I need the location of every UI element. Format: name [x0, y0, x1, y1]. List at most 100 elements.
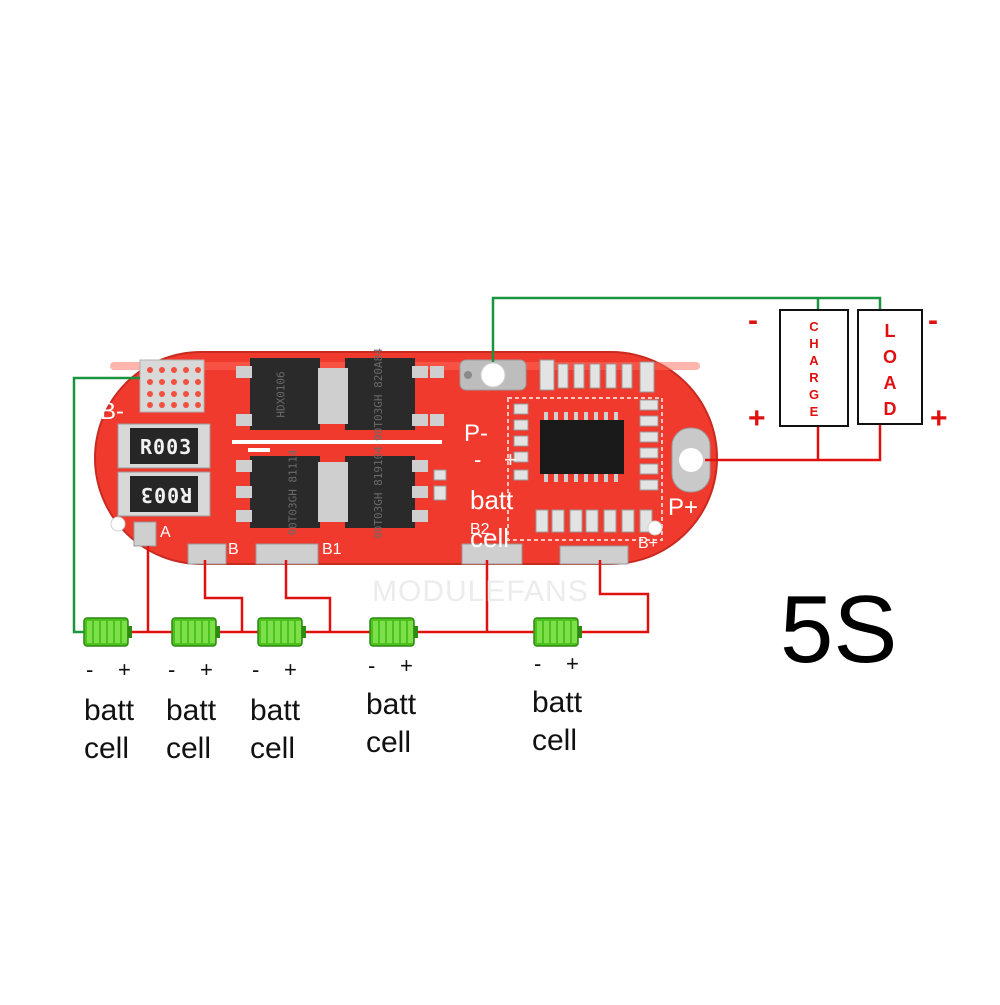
mount-hole-left [110, 516, 126, 532]
tap-b [203, 560, 244, 632]
board-cell-line1: batt [470, 485, 514, 515]
cell-label-line1: batt [532, 686, 583, 719]
resistor-2 [117, 471, 211, 517]
charge-letter: G [808, 387, 820, 402]
battery-icon [171, 617, 220, 647]
mosfet-4-label: 90T03GH 819104 [371, 446, 385, 539]
pad-a [133, 521, 157, 547]
mosfet-3-label: 90T03GH 81114 [286, 449, 300, 536]
charge-plus: + [748, 402, 766, 435]
charge-minus: - [748, 304, 758, 337]
cell-plus-sign: + [200, 657, 213, 682]
cell-label-line1: batt [250, 694, 301, 727]
battery-icon [533, 617, 582, 647]
top-pad-hole [480, 362, 506, 388]
pad-b-plus [559, 545, 629, 565]
smd-right-col [639, 399, 659, 491]
tap-b1 [284, 560, 332, 632]
resistor-1 [117, 423, 211, 469]
wire-green-bminus [72, 376, 140, 634]
cell-minus-sign: - [534, 651, 542, 676]
ic-outline [507, 397, 663, 541]
label-b-minus: B- [100, 398, 124, 425]
smd-left-col [433, 403, 529, 501]
mosfet-4 [330, 456, 428, 528]
cell-label-line2: cell [250, 732, 296, 765]
battery-icon [257, 617, 306, 647]
wire-chain-5 [582, 560, 650, 634]
cell-label-line2: cell [166, 732, 212, 765]
load-plus: + [930, 402, 948, 435]
wire-red-pplus [705, 424, 882, 462]
mosfet-1-label: HDX0106 [274, 371, 288, 418]
mosfet-2 [330, 358, 444, 430]
label-b: B [228, 541, 239, 558]
charge-letter: A [809, 353, 819, 368]
cell-label-line2: cell [84, 732, 130, 765]
battery-icons [83, 617, 582, 647]
cell-minus-sign: - [168, 657, 176, 682]
load-letter: D [883, 399, 897, 419]
load-letter: L [884, 321, 896, 341]
label-b2: B2 [470, 521, 490, 538]
resistor-2-label: R003 [140, 483, 193, 507]
charge-letter: C [809, 319, 819, 334]
battery-icon [83, 617, 132, 647]
pad-b [187, 543, 227, 565]
mosfet-3 [236, 456, 338, 528]
top-pad-hole-left [464, 371, 472, 379]
resistor-1-label: R003 [140, 435, 193, 459]
load-letter: A [883, 373, 897, 393]
cell-label-line1: batt [84, 694, 135, 727]
pad-b2 [461, 543, 523, 565]
load-letter: O [882, 347, 897, 367]
pad-dots [147, 367, 201, 408]
label-a: A [160, 524, 171, 541]
load-box [857, 309, 923, 425]
charge-letter: E [809, 404, 819, 419]
watermark: MODULEFANS [372, 575, 589, 608]
cell-plus-sign: + [566, 651, 579, 676]
controller-ic [540, 420, 624, 474]
cell-label-line1: batt [166, 694, 217, 727]
label-b-plus: B+ [638, 535, 659, 552]
cell-label-line2: cell [532, 724, 578, 757]
configuration-label: 5S [780, 576, 898, 683]
cell-label-line2: cell [366, 726, 412, 759]
cell-plus-sign: + [284, 657, 297, 682]
cell-minus-sign: - [368, 653, 376, 678]
charge-letter: H [809, 336, 819, 351]
mosfet-2-label: 90T03GH 820A84 [371, 348, 385, 441]
trace-1 [232, 440, 442, 444]
cell-label-line1: batt [366, 688, 417, 721]
board-cell-minus: - [474, 447, 482, 472]
label-p-plus: P+ [668, 494, 699, 521]
board-cell-plus: + [504, 447, 517, 472]
cell-label: batt cell [366, 686, 416, 762]
load-minus: - [928, 304, 938, 337]
cell-label: batt cell [84, 692, 134, 768]
cell-label: batt cell [250, 692, 300, 768]
mount-hole-right [647, 520, 663, 536]
trace-2 [248, 448, 270, 452]
charge-box [779, 309, 849, 427]
smd-top-row [539, 359, 655, 393]
board-cell-line2: cell [470, 523, 510, 553]
wire-green-top [491, 296, 882, 362]
label-p-minus: P- [464, 420, 488, 447]
p-plus-hole [679, 448, 703, 472]
ic-pins [544, 412, 618, 482]
charge-letter: R [809, 370, 819, 385]
cell-plus-sign: + [400, 653, 413, 678]
cell-plus-sign: + [118, 657, 131, 682]
cell-label: batt cell [166, 692, 216, 768]
cell-minus-sign: - [86, 657, 94, 682]
label-b1: B1 [322, 541, 342, 558]
cell-label: batt cell [532, 684, 582, 760]
battery-icon [369, 617, 418, 647]
cell-minus-sign: - [252, 657, 260, 682]
